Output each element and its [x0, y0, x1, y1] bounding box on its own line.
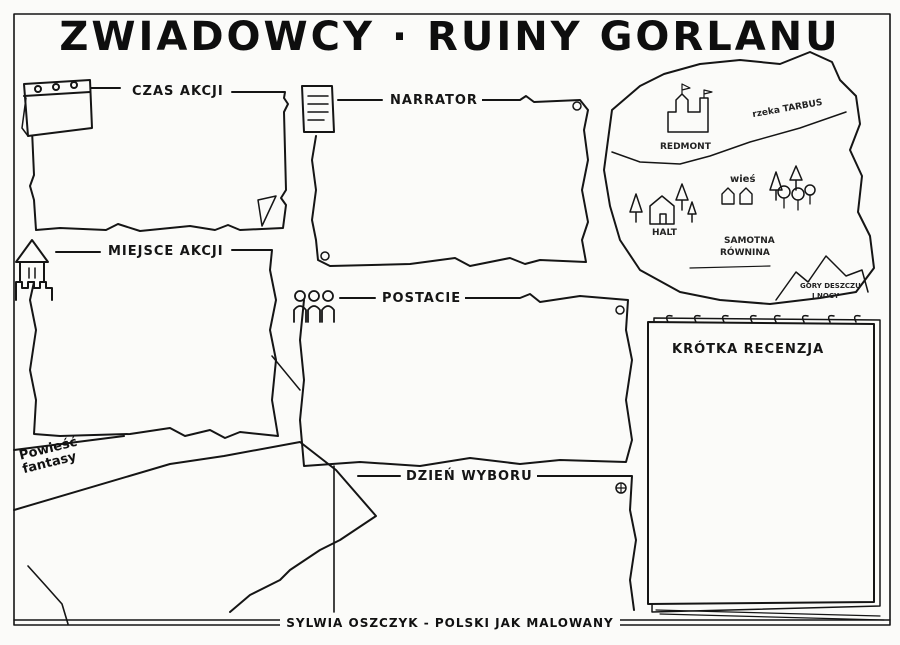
page-title: ZWIADOWCY · RUINY GORLANU: [59, 14, 841, 60]
czas-akcji-label: CZAS AKCJI: [128, 85, 228, 98]
narrator-label: NARRATOR: [386, 94, 482, 107]
map-label-mountains-2: I NOCY: [812, 292, 840, 300]
map-label-wies: wieś: [730, 174, 756, 185]
people-icon: [293, 290, 335, 323]
map-label-mountains-1: GÓRY DESZCZU: [800, 282, 861, 290]
map-label-plain-2: RÓWNINA: [720, 248, 770, 258]
footer: SYLWIA OSZCZYK - POLSKI JAK MALOWANY: [0, 612, 900, 631]
dzien-wyboru-frame: [333, 465, 637, 613]
dzien-wyboru-label: DZIEŃ WYBORU: [402, 470, 537, 483]
narrator-frame: [311, 95, 589, 267]
krotka-recenzja-label: KRÓTKA RECENZJA: [672, 342, 825, 357]
miejsce-akcji-label: MIEJSCE AKCJI: [104, 245, 228, 258]
castle-tower-icon: [15, 239, 53, 301]
footer-credit: SYLWIA OSZCZYK - POLSKI JAK MALOWANY: [280, 616, 620, 630]
miejsce-akcji-frame: [29, 249, 279, 439]
postacie-label: POSTACIE: [378, 292, 466, 305]
outer-border: [13, 13, 891, 626]
map-label-plain-1: SAMOTNA: [724, 236, 775, 246]
genre-frame: [13, 435, 377, 625]
map-label-redmont: REDMONT: [660, 142, 711, 152]
document-icon: [301, 85, 335, 133]
spiral-notebook-icon: [647, 314, 885, 621]
map-outline: [603, 51, 875, 305]
postacie-frame: [271, 293, 633, 467]
calendar-icon: [21, 79, 93, 137]
map-label-halt: HALT: [652, 228, 677, 238]
